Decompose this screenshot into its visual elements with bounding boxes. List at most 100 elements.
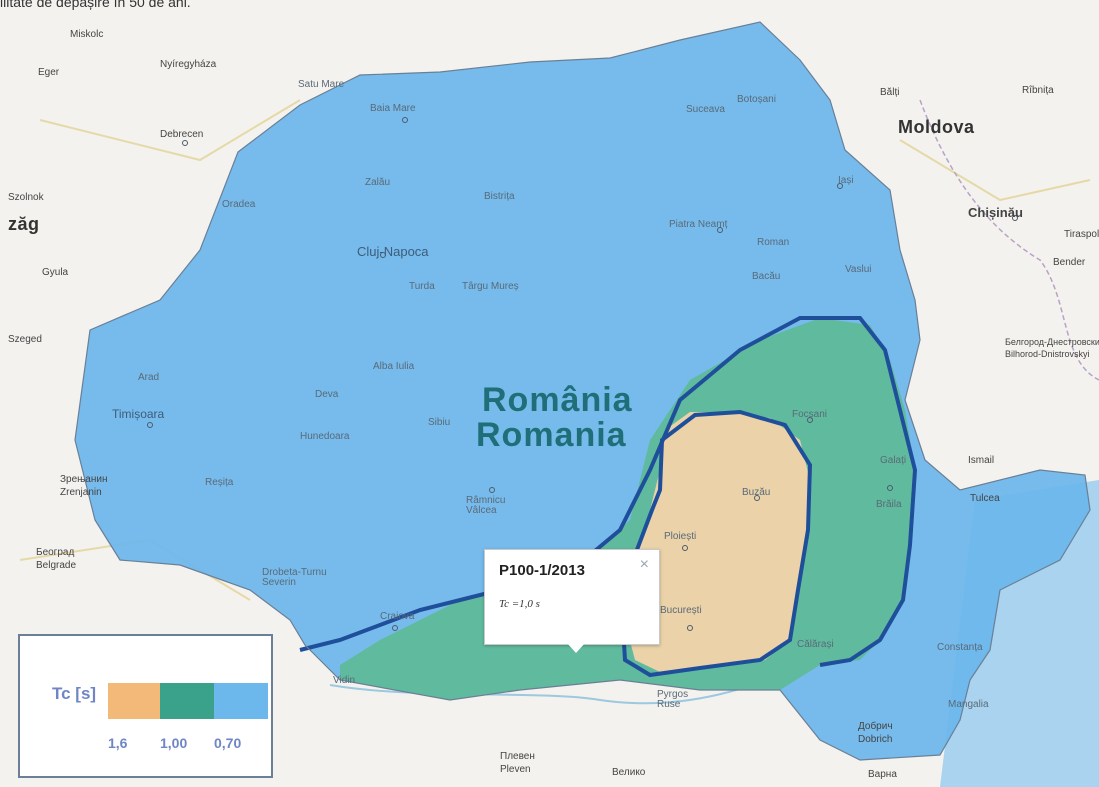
- city-dot: [687, 625, 693, 631]
- city-label: Turda: [409, 281, 435, 292]
- city-dot: [837, 183, 843, 189]
- city-label: Buzău: [742, 487, 771, 498]
- city-label: Vidin: [333, 675, 356, 686]
- legend-title: Tc [s]: [52, 684, 97, 703]
- city-label: Ismail: [968, 455, 995, 466]
- city-label: Constanța: [937, 642, 983, 653]
- city-label: Szeged: [8, 334, 42, 345]
- legend-bin-label: 0,70: [214, 735, 242, 751]
- city-label: Vaslui: [845, 264, 872, 275]
- city-label: Szolnok: [8, 192, 44, 203]
- city-label: Galați: [880, 455, 907, 466]
- neighbor-label-hungary: zăg: [8, 214, 40, 234]
- city-markers: [147, 117, 1018, 631]
- legend-bin-label: 1,6: [108, 735, 128, 751]
- city-label: Botoșani: [737, 94, 776, 105]
- city-dot: [1012, 215, 1018, 221]
- city-label: Bacău: [752, 271, 781, 282]
- city-label: Arad: [138, 372, 160, 383]
- map-legend: Tc [s] 1,6 1,00 0,70: [18, 634, 273, 778]
- city-label: Roman: [757, 237, 790, 248]
- city-label: Белгород-Днестровский: [1005, 337, 1099, 347]
- city-label: Zalău: [365, 177, 391, 188]
- city-label: Варна: [868, 769, 897, 780]
- city-dot: [807, 417, 813, 423]
- city-label: Gyula: [42, 267, 69, 278]
- city-label: Eger: [38, 67, 60, 78]
- city-label: Добрич: [858, 721, 893, 732]
- city-label: Bălți: [880, 87, 900, 98]
- city-label-timisoara: Timișoara: [112, 407, 165, 421]
- city-label: Zrenjanin: [60, 487, 102, 498]
- popup-value: Tc =1,0 s: [499, 598, 540, 610]
- city-label: Focșani: [792, 409, 828, 420]
- city-label: Iași: [838, 175, 854, 186]
- city-label: Nyíregyháza: [160, 59, 217, 70]
- city-label: Târgu Mureș: [462, 281, 519, 292]
- zone-160-area[interactable]: [622, 412, 810, 672]
- city-label: Bilhorod-Dnistrovskyi: [1005, 349, 1090, 359]
- legend-swatch-100: [160, 683, 214, 719]
- city-label: Reșița: [205, 477, 234, 488]
- city-label: Bender: [1053, 257, 1086, 268]
- city-dot: [392, 625, 398, 631]
- city-dot: [717, 227, 723, 233]
- city-dot: [754, 495, 760, 501]
- city-label: Râmnicu Vâlcea: [466, 495, 506, 516]
- map-caption: ilitate de depășire în 50 de ani.: [0, 0, 191, 10]
- city-label: Tulcea: [970, 493, 1000, 504]
- city-label: Debrecen: [160, 129, 204, 140]
- legend-bin-label: 1,00: [160, 735, 188, 751]
- city-label: Велико: [612, 767, 646, 778]
- city-label: Dobrich: [858, 734, 893, 745]
- city-dot: [147, 422, 153, 428]
- city-label: Chișinău: [968, 205, 1023, 220]
- city-label: Piatra Neamț: [669, 219, 728, 230]
- city-label: Satu Mare: [298, 79, 345, 90]
- city-label: Зрењанин: [60, 474, 108, 485]
- city-label: Bistrița: [484, 191, 515, 202]
- city-label: București: [660, 605, 702, 616]
- road-line: [39, 99, 301, 162]
- city-label: Rîbnița: [1022, 85, 1054, 96]
- info-popup[interactable]: P100-1/2013 × Tc =1,0 s: [484, 549, 660, 653]
- city-label: Brăila: [876, 499, 902, 510]
- city-dot: [380, 252, 386, 258]
- city-label: Sibiu: [428, 417, 451, 428]
- country-label-en: Romania: [476, 416, 627, 454]
- city-label: Drobeta-Turnu Severin: [262, 567, 327, 588]
- city-dot: [489, 487, 495, 493]
- city-label: Miskolc: [70, 29, 104, 40]
- city-label: Mangalia: [948, 699, 989, 710]
- city-label: Suceava: [686, 104, 725, 115]
- city-label: Плевен: [500, 751, 535, 762]
- close-icon[interactable]: ×: [639, 556, 649, 573]
- neighbor-label-moldova: Moldova: [898, 117, 975, 137]
- popup-title: P100-1/2013: [499, 562, 585, 579]
- city-label-cluj: Cluj-Napoca: [357, 244, 429, 259]
- legend-swatch-070: [214, 683, 268, 719]
- legend-swatch-160: [108, 683, 160, 719]
- city-label: Ploiești: [664, 531, 697, 542]
- road-line: [899, 139, 1091, 202]
- city-label: Alba Iulia: [373, 361, 415, 372]
- country-label-ro: România: [482, 381, 633, 419]
- city-dot: [682, 545, 688, 551]
- city-label: Pyrgos Ruse: [657, 689, 689, 710]
- city-label: Deva: [315, 389, 339, 400]
- city-label: Baia Mare: [370, 103, 416, 114]
- city-label: Craiova: [380, 611, 415, 622]
- city-label: Oradea: [222, 199, 256, 210]
- city-label: Belgrade: [36, 560, 77, 571]
- city-label: Hunedoara: [300, 431, 350, 442]
- city-dot: [182, 140, 188, 146]
- city-dot: [402, 117, 408, 123]
- popup-pointer: [567, 643, 585, 653]
- city-label: Pleven: [500, 764, 531, 775]
- city-label: Călărași: [797, 639, 834, 650]
- city-label: Tiraspol: [1064, 229, 1099, 240]
- city-dot: [887, 485, 893, 491]
- country-outline: [74, 21, 1091, 761]
